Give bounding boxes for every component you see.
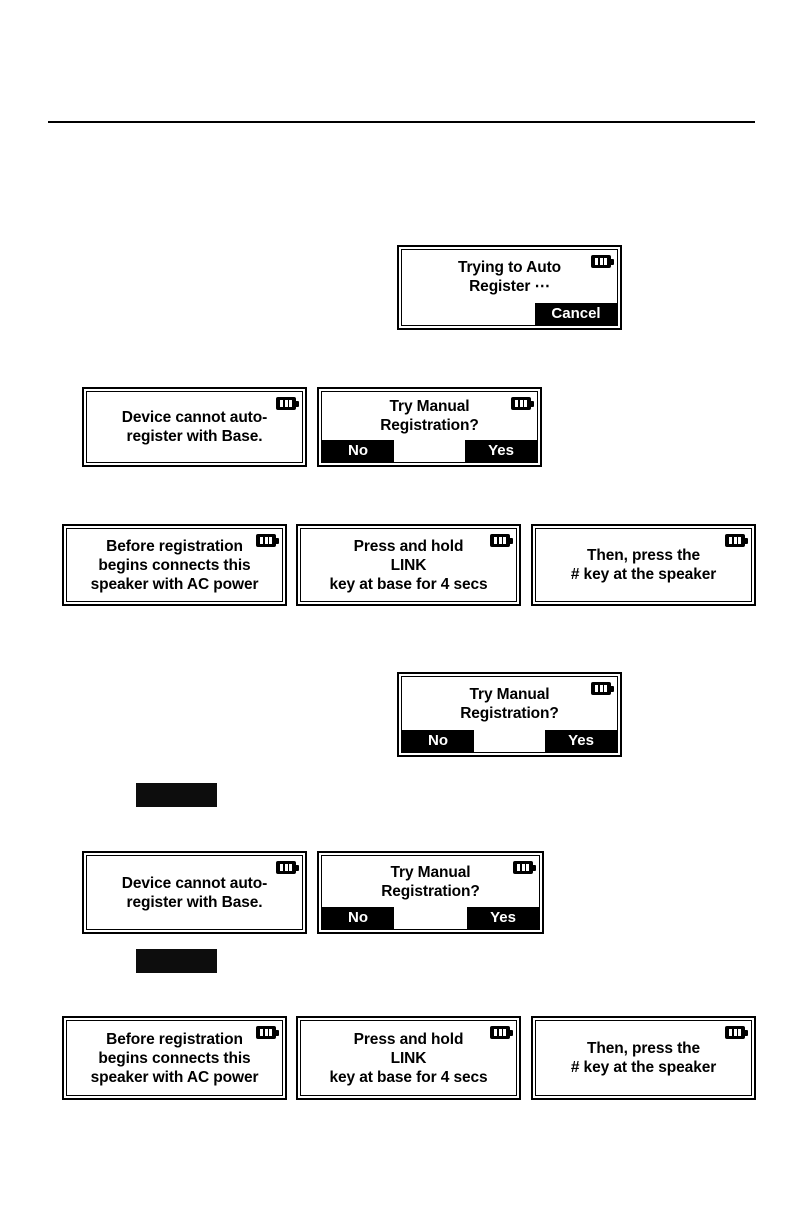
lcd-body: Try Manual Registration? — [322, 392, 537, 440]
lcd-body: Then, press the # key at the speaker — [536, 529, 751, 601]
no-button[interactable]: No — [402, 730, 474, 752]
softkey-bar: No Yes — [402, 730, 617, 752]
battery-icon — [513, 861, 536, 874]
lcd-screen-press-and-hold-link-1[interactable]: Press and hold LINK key at base for 4 se… — [296, 524, 521, 606]
lcd-screen-device-cannot-auto-register-1[interactable]: Device cannot auto- register with Base. — [82, 387, 307, 467]
softkey-spacer — [474, 730, 545, 752]
lcd-body: Then, press the # key at the speaker — [536, 1021, 751, 1095]
lcd-message: Press and hold LINK key at base for 4 se… — [329, 537, 488, 593]
softkey-bar: No Yes — [322, 907, 539, 929]
lcd-body: Trying to Auto Register ⋯ — [402, 250, 617, 303]
lcd-screen-then-press-hash-1[interactable]: Then, press the # key at the speaker — [531, 524, 756, 606]
lcd-inner: Press and hold LINK key at base for 4 se… — [300, 528, 517, 602]
lcd-inner: Device cannot auto- register with Base. — [86, 391, 303, 463]
battery-icon — [591, 255, 614, 268]
battery-icon — [490, 1026, 513, 1039]
softkey-spacer — [394, 907, 467, 929]
lcd-body: Device cannot auto- register with Base. — [87, 856, 302, 929]
battery-icon — [276, 397, 299, 410]
lcd-screen-then-press-hash-2[interactable]: Then, press the # key at the speaker — [531, 1016, 756, 1100]
lcd-inner: Device cannot auto- register with Base. — [86, 855, 303, 930]
battery-icon — [591, 682, 614, 695]
lcd-body: Before registration begins connects this… — [67, 529, 282, 601]
battery-icon — [725, 534, 748, 547]
lcd-inner: Then, press the # key at the speaker — [535, 528, 752, 602]
softkey-spacer — [402, 303, 535, 325]
lcd-inner: Try Manual Registration? No Yes — [321, 391, 538, 463]
no-button[interactable]: No — [322, 907, 394, 929]
lcd-screen-try-manual-registration-3[interactable]: Try Manual Registration? No Yes — [317, 851, 544, 934]
lcd-screen-press-and-hold-link-2[interactable]: Press and hold LINK key at base for 4 se… — [296, 1016, 521, 1100]
lcd-body: Before registration begins connects this… — [67, 1021, 282, 1095]
lcd-screen-device-cannot-auto-register-2[interactable]: Device cannot auto- register with Base. — [82, 851, 307, 934]
lcd-body: Press and hold LINK key at base for 4 se… — [301, 529, 516, 601]
lcd-screen-before-registration-1[interactable]: Before registration begins connects this… — [62, 524, 287, 606]
lcd-body: Try Manual Registration? — [402, 677, 617, 730]
lcd-screen-try-manual-registration-2[interactable]: Try Manual Registration? No Yes — [397, 672, 622, 757]
battery-icon — [490, 534, 513, 547]
softkey-bar: Cancel — [402, 303, 617, 325]
lcd-inner: Try Manual Registration? No Yes — [321, 855, 540, 930]
lcd-body: Device cannot auto- register with Base. — [87, 392, 302, 462]
yes-button[interactable]: Yes — [465, 440, 537, 462]
battery-icon — [256, 534, 279, 547]
lcd-body: Press and hold LINK key at base for 4 se… — [301, 1021, 516, 1095]
lcd-screen-before-registration-2[interactable]: Before registration begins connects this… — [62, 1016, 287, 1100]
lcd-inner: Try Manual Registration? No Yes — [401, 676, 618, 753]
lcd-screen-trying-auto-register[interactable]: Trying to Auto Register ⋯ Cancel — [397, 245, 622, 330]
battery-icon — [725, 1026, 748, 1039]
lcd-inner: Then, press the # key at the speaker — [535, 1020, 752, 1096]
lcd-message: Device cannot auto- register with Base. — [121, 409, 268, 445]
lcd-message: Press and hold LINK key at base for 4 se… — [329, 1030, 488, 1086]
cancel-button[interactable]: Cancel — [535, 303, 617, 325]
lcd-message: Device cannot auto- register with Base. — [121, 874, 268, 911]
softkey-spacer — [394, 440, 465, 462]
no-button[interactable]: No — [322, 440, 394, 462]
lcd-message: Trying to Auto Register ⋯ — [457, 258, 562, 295]
lcd-inner: Before registration begins connects this… — [66, 1020, 283, 1096]
battery-icon — [511, 397, 534, 410]
battery-icon — [256, 1026, 279, 1039]
yes-button[interactable]: Yes — [467, 907, 539, 929]
lcd-body: Try Manual Registration? — [322, 856, 539, 907]
lcd-message: Before registration begins connects this… — [90, 537, 259, 593]
lcd-screen-try-manual-registration-1[interactable]: Try Manual Registration? No Yes — [317, 387, 542, 467]
lcd-inner: Press and hold LINK key at base for 4 se… — [300, 1020, 517, 1096]
lcd-message: Then, press the # key at the speaker — [570, 547, 717, 583]
redaction-bar-2 — [136, 949, 217, 973]
lcd-message: Try Manual Registration? — [381, 863, 480, 900]
yes-button[interactable]: Yes — [545, 730, 617, 752]
lcd-message: Try Manual Registration? — [380, 398, 479, 434]
header-divider — [48, 121, 755, 123]
lcd-inner: Trying to Auto Register ⋯ Cancel — [401, 249, 618, 326]
lcd-message: Before registration begins connects this… — [90, 1030, 259, 1086]
softkey-bar: No Yes — [322, 440, 537, 462]
lcd-inner: Before registration begins connects this… — [66, 528, 283, 602]
battery-icon — [276, 861, 299, 874]
lcd-message: Then, press the # key at the speaker — [570, 1040, 717, 1076]
lcd-message: Try Manual Registration? — [460, 685, 559, 722]
redaction-bar-1 — [136, 783, 217, 807]
